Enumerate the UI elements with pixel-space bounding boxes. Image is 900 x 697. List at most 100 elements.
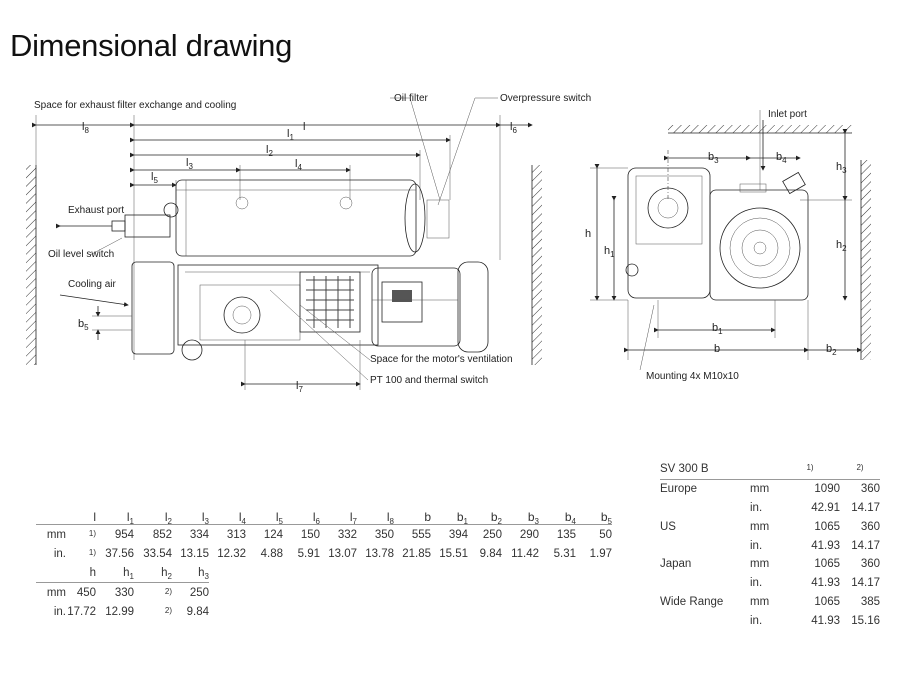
value-cell: 852	[134, 524, 172, 544]
value-cell: 150	[283, 524, 320, 544]
col-header: b5	[600, 510, 612, 526]
col-header: l8	[386, 510, 394, 526]
unit-cell: mm	[750, 595, 770, 608]
region-cell	[660, 536, 750, 555]
value-cell: 290	[502, 524, 539, 544]
value-cell: 41.93	[811, 539, 840, 552]
col1-footnote: 1)	[806, 463, 814, 473]
table-row: in. 1) 37.56 33.54 13.15 12.32 4.88 5.91…	[36, 544, 612, 563]
dim-b4: b4	[776, 151, 787, 165]
table-row: mm 450 330 2) 250	[36, 582, 612, 602]
callout-inlet-port: Inlet port	[768, 109, 807, 120]
dim-l7: l7	[296, 380, 303, 394]
right-wall-hatch	[532, 165, 542, 365]
region-cell: US	[660, 520, 676, 533]
value-cell: 2)	[134, 582, 172, 602]
variant-table: SV 300 B 1) 2) Europe mm 1090 360 in. 42…	[660, 460, 880, 630]
value-cell: 1065	[814, 595, 840, 608]
dim-h: h	[585, 228, 591, 240]
value-cell: 385	[860, 595, 880, 608]
value-cell: 334	[172, 524, 209, 544]
region-cell	[660, 611, 750, 630]
value-cell: 350	[357, 524, 394, 544]
value-cell: 15.16	[851, 614, 880, 627]
value-cell: 11.42	[511, 547, 539, 560]
region-cell: Japan	[660, 558, 692, 571]
value-cell: 13.78	[365, 547, 394, 560]
dim-l3: l3	[186, 157, 193, 171]
table-row: US mm 1065 360	[660, 517, 880, 536]
unit-cell: in.	[750, 501, 763, 514]
callout-exhaust-port: Exhaust port	[68, 205, 124, 216]
value-cell: 1065	[814, 558, 840, 571]
side-view	[26, 97, 542, 390]
col-header: l1	[126, 510, 134, 526]
col-header: h	[89, 566, 96, 579]
value-cell: 1)	[88, 547, 96, 557]
value-cell: 12.99	[105, 605, 134, 618]
callout-space-exhaust: Space for exhaust filter exchange and co…	[34, 100, 236, 111]
col-header: l5	[275, 510, 283, 526]
value-cell: 4.88	[260, 547, 283, 560]
value-cell: 13.15	[180, 547, 209, 560]
page-title: Dimensional drawing	[10, 28, 293, 63]
value-cell: 9.84	[479, 547, 502, 560]
col-header: b3	[527, 510, 539, 526]
callout-mounting: Mounting 4x M10x10	[646, 371, 739, 382]
dim-l4: l4	[295, 158, 302, 172]
value-cell: 2)	[164, 605, 172, 615]
table-row: Wide Range mm 1065 385	[660, 593, 880, 612]
value-cell: 954	[96, 524, 134, 544]
value-cell: 332	[320, 524, 357, 544]
col-header: b	[424, 510, 431, 524]
dim-l2: l2	[266, 144, 273, 158]
variant-header-row: SV 300 B 1) 2)	[660, 460, 880, 480]
dim-b5: b5	[78, 318, 89, 332]
unit-cell: mm	[750, 558, 770, 571]
dim-l6: l6	[510, 121, 517, 135]
region-cell: Wide Range	[660, 595, 724, 608]
front-view	[590, 110, 871, 371]
value-cell: 37.56	[105, 547, 134, 560]
callout-cooling-air: Cooling air	[68, 279, 116, 290]
value-cell: 12.32	[217, 547, 246, 560]
value-cell: 42.91	[811, 501, 840, 514]
value-cell: 555	[394, 524, 431, 544]
dim-l: l	[303, 121, 305, 133]
value-cell: 1065	[814, 520, 840, 533]
dim-l8: l8	[82, 121, 89, 135]
dim-b3: b3	[708, 151, 719, 165]
dim-b1: b1	[712, 322, 723, 336]
region-cell: Europe	[660, 483, 698, 496]
value-cell: 14.17	[851, 501, 880, 514]
value-cell: 360	[860, 483, 880, 496]
value-cell: 17.72	[67, 605, 96, 618]
value-cell: 450	[66, 582, 96, 602]
unit-cell: mm	[750, 483, 770, 496]
unit-cell: in.	[53, 547, 66, 560]
dims-header-row: l l1 l2 l3 l4 l5 l6 l7 l8 b b1 b2 b3 b4 …	[36, 498, 612, 526]
value-cell: 41.93	[811, 577, 840, 590]
value-cell: 250	[468, 524, 502, 544]
unit-cell: in.	[750, 577, 763, 590]
callout-motor-ventilation: Space for the motor's ventilation	[370, 354, 513, 365]
value-cell: 1.97	[589, 547, 612, 560]
value-cell: 250	[172, 582, 209, 602]
model-label: SV 300 B	[660, 463, 709, 476]
col-header: l3	[201, 510, 209, 526]
value-cell: 313	[209, 524, 246, 544]
unit-cell: in.	[53, 605, 66, 618]
value-cell: 360	[860, 558, 880, 571]
value-cell: 21.85	[402, 547, 431, 560]
unit-cell: in.	[750, 539, 763, 552]
value-cell: 9.84	[186, 605, 209, 618]
col-header: h2	[161, 566, 172, 581]
region-cell	[660, 574, 750, 593]
value-cell: 13.07	[328, 547, 357, 560]
table-row: Europe mm 1090 360	[660, 479, 880, 498]
value-cell: 330	[96, 582, 134, 602]
col-header: b1	[456, 510, 468, 526]
col-header: b4	[564, 510, 576, 526]
dim-h3: h3	[836, 161, 847, 175]
